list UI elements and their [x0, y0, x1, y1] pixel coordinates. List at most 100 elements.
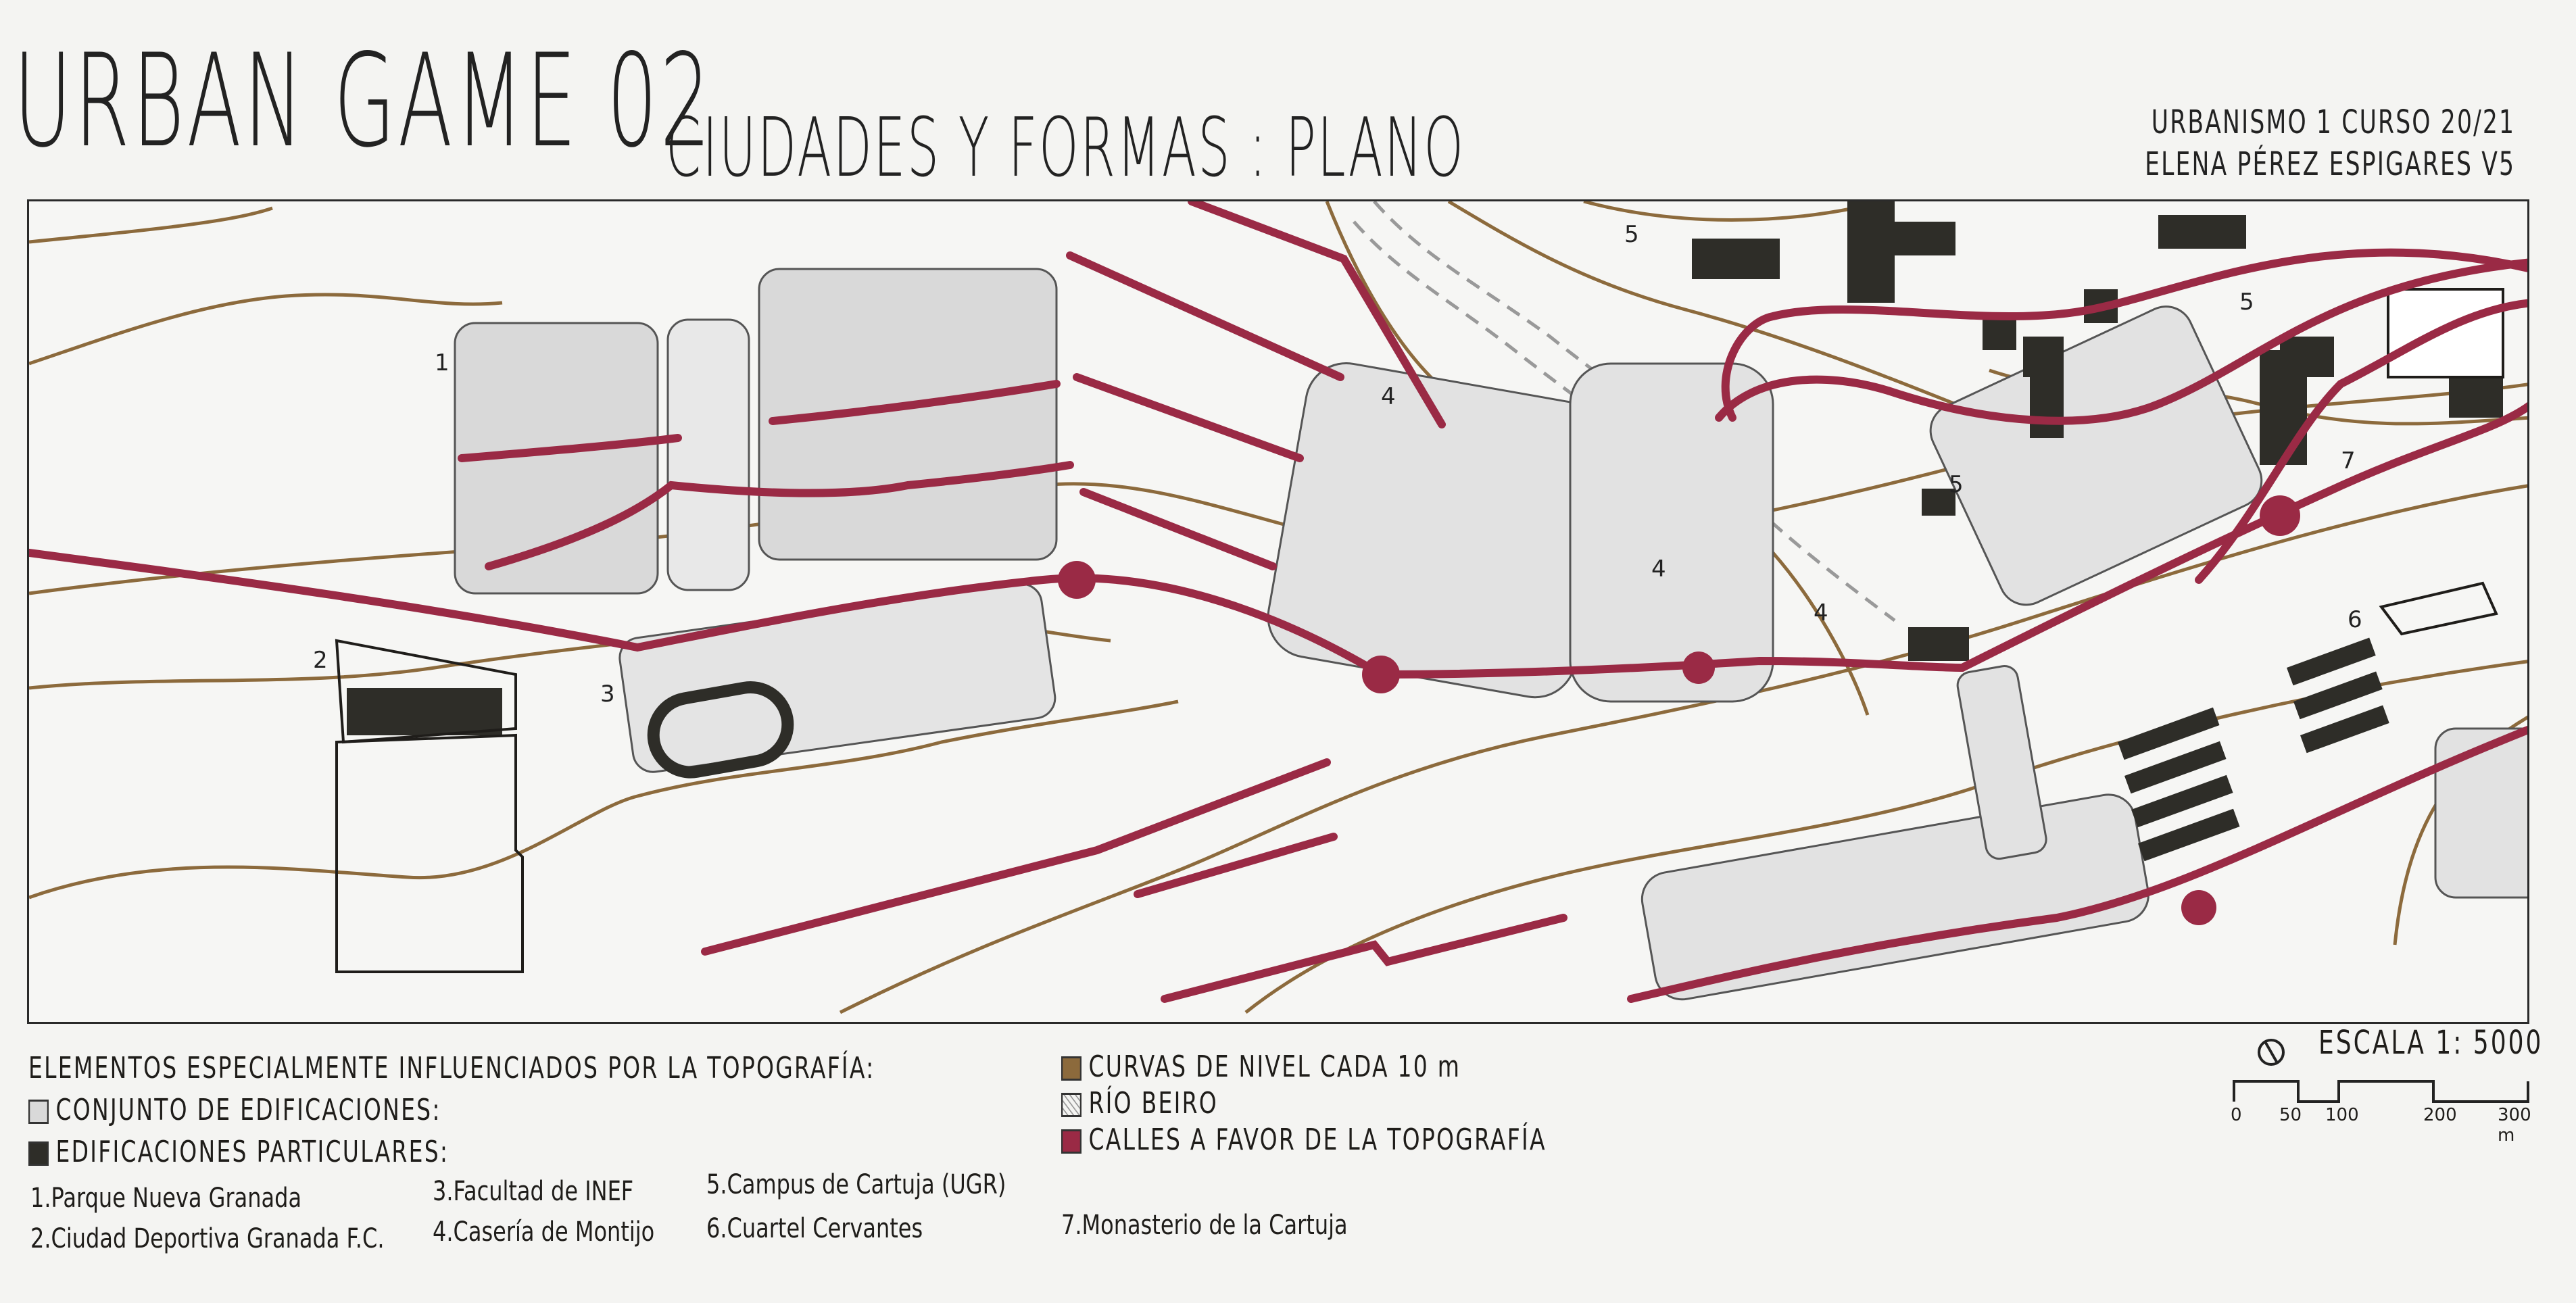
- swatch-light: [28, 1100, 49, 1124]
- street: [458, 434, 682, 462]
- building-single: [1908, 627, 1969, 661]
- roundabout: [1362, 656, 1400, 693]
- building-single: [2117, 707, 2220, 760]
- place-item: 4.Casería de Montijo: [433, 1216, 655, 1248]
- legend-item: EDIFICACIONES PARTICULARES:: [28, 1135, 449, 1169]
- building-single: [2280, 337, 2334, 377]
- plot-outline: [335, 639, 517, 744]
- legend-item: RÍO BEIRO: [1061, 1086, 1218, 1121]
- course-line: URBANISMO 1 CURSO 20/21: [2151, 103, 2515, 141]
- swatch-red: [1061, 1129, 1082, 1154]
- stadium-track: [647, 681, 794, 779]
- author-line: ELENA PÉREZ ESPIGARES V5: [2144, 145, 2515, 183]
- building-single: [2449, 377, 2503, 418]
- building-single: [2287, 637, 2376, 686]
- street: [1079, 488, 1277, 570]
- legend-item: CALLES A FAVOR DE LA TOPOGRAFÍA: [1061, 1123, 1547, 1157]
- contour-line: [29, 699, 1179, 900]
- building-group: [1929, 305, 2263, 606]
- contour-line: [1583, 201, 1855, 222]
- building-single: [2124, 741, 2227, 794]
- swatch-hatch: [1061, 1093, 1082, 1117]
- building-group: [758, 268, 1058, 561]
- building-groups: [454, 268, 2527, 1001]
- building-single: [1692, 239, 1780, 279]
- contour-line: [29, 206, 273, 244]
- scale-tick: 300 m: [2498, 1105, 2531, 1146]
- roundabout: [1682, 652, 1715, 684]
- building-single: [1922, 489, 1955, 516]
- scale-tick: 50: [2279, 1105, 2302, 1125]
- plot-outlines: [335, 288, 2504, 973]
- place-item: 2.Ciudad Deportiva Granada F.C.: [30, 1223, 385, 1254]
- legend-item: CONJUNTO DE EDIFICACIONES:: [28, 1093, 441, 1127]
- building-group: [2434, 727, 2527, 899]
- map-label: 2: [313, 647, 328, 674]
- building-single: [1868, 222, 1955, 255]
- roundabout: [2260, 495, 2300, 536]
- street: [1134, 833, 1338, 898]
- scale-tick: 100: [2325, 1105, 2359, 1125]
- scale-tick: 0: [2231, 1105, 2242, 1125]
- particular-buildings: [347, 201, 2503, 862]
- roundabout: [2181, 890, 2216, 925]
- place-item: 6.Cuartel Cervantes: [706, 1213, 923, 1244]
- author-block: URBANISMO 1 CURSO 20/21 ELENA PÉREZ ESPI…: [2145, 101, 2515, 185]
- map-drawing: 1 2 3 4 4 4 5 5 5 6 7: [29, 201, 2527, 1014]
- plot-outline: [2379, 581, 2498, 636]
- building-single: [2300, 705, 2389, 754]
- map-label: 5: [1624, 221, 1639, 248]
- place-item: 3.Facultad de INEF: [433, 1176, 634, 1207]
- street: [1161, 914, 1568, 1003]
- legend-heading: ELEMENTOS ESPECIALMENTE INFLUENCIADOS PO…: [28, 1051, 875, 1085]
- street: [1188, 201, 1446, 428]
- page-title: URBAN GAME 02: [14, 26, 713, 176]
- building-group: [666, 318, 750, 591]
- map-label: 4: [1814, 599, 1828, 626]
- street: [485, 461, 1074, 570]
- contour-line: [29, 293, 503, 366]
- building-group: [1956, 665, 2047, 860]
- street: [1066, 251, 1344, 381]
- building-single: [347, 688, 502, 735]
- contour-line: [1447, 201, 1956, 406]
- plot-outline: [335, 733, 524, 973]
- street: [1721, 248, 2527, 422]
- map-label: 4: [1381, 383, 1396, 410]
- map-label: 5: [1949, 471, 1964, 498]
- building-group: [1569, 362, 1774, 703]
- scale-tick: 200: [2423, 1105, 2457, 1125]
- building-single: [2158, 215, 2246, 249]
- swatch-dark: [28, 1141, 49, 1166]
- street: [701, 758, 1331, 956]
- building-single: [2293, 671, 2383, 720]
- map-label: 4: [1651, 556, 1666, 583]
- legend-item: CURVAS DE NIVEL CADA 10 m: [1061, 1050, 1461, 1084]
- map-labels: 1 2 3 4 4 4 5 5 5 6 7: [313, 221, 2362, 708]
- place-item: 5.Campus de Cartuja (UGR): [706, 1169, 1006, 1200]
- street: [769, 380, 1061, 425]
- building-single: [2138, 808, 2240, 862]
- street: [2195, 299, 2527, 584]
- place-item: 1.Parque Nueva Granada: [30, 1183, 302, 1214]
- scale-label: ESCALA 1: 5000: [2318, 1024, 2544, 1062]
- map-label: 7: [2341, 447, 2356, 474]
- roundabout: [1058, 561, 1096, 599]
- building-group: [1267, 362, 1615, 699]
- plot-outline: [2387, 288, 2504, 378]
- map-label: 1: [435, 349, 449, 376]
- building-single: [2030, 370, 2064, 438]
- place-item: 7.Monasterio de la Cartuja: [1061, 1210, 1348, 1241]
- page-subtitle: CIUDADES Y FORMAS : PLANO: [666, 101, 1465, 195]
- roundabouts: [1058, 495, 2300, 925]
- map-label: 3: [600, 681, 615, 708]
- building-single: [2131, 775, 2233, 828]
- building-single: [1983, 316, 2016, 350]
- street: [1627, 725, 2527, 1003]
- contour-line: [1244, 660, 2527, 1014]
- north-arrow-icon: [2258, 1039, 2285, 1066]
- streets: [29, 201, 2527, 1003]
- map-label: 5: [2239, 289, 2254, 316]
- map-frame: 1 2 3 4 4 4 5 5 5 6 7: [27, 199, 2529, 1024]
- swatch-brown: [1061, 1056, 1082, 1081]
